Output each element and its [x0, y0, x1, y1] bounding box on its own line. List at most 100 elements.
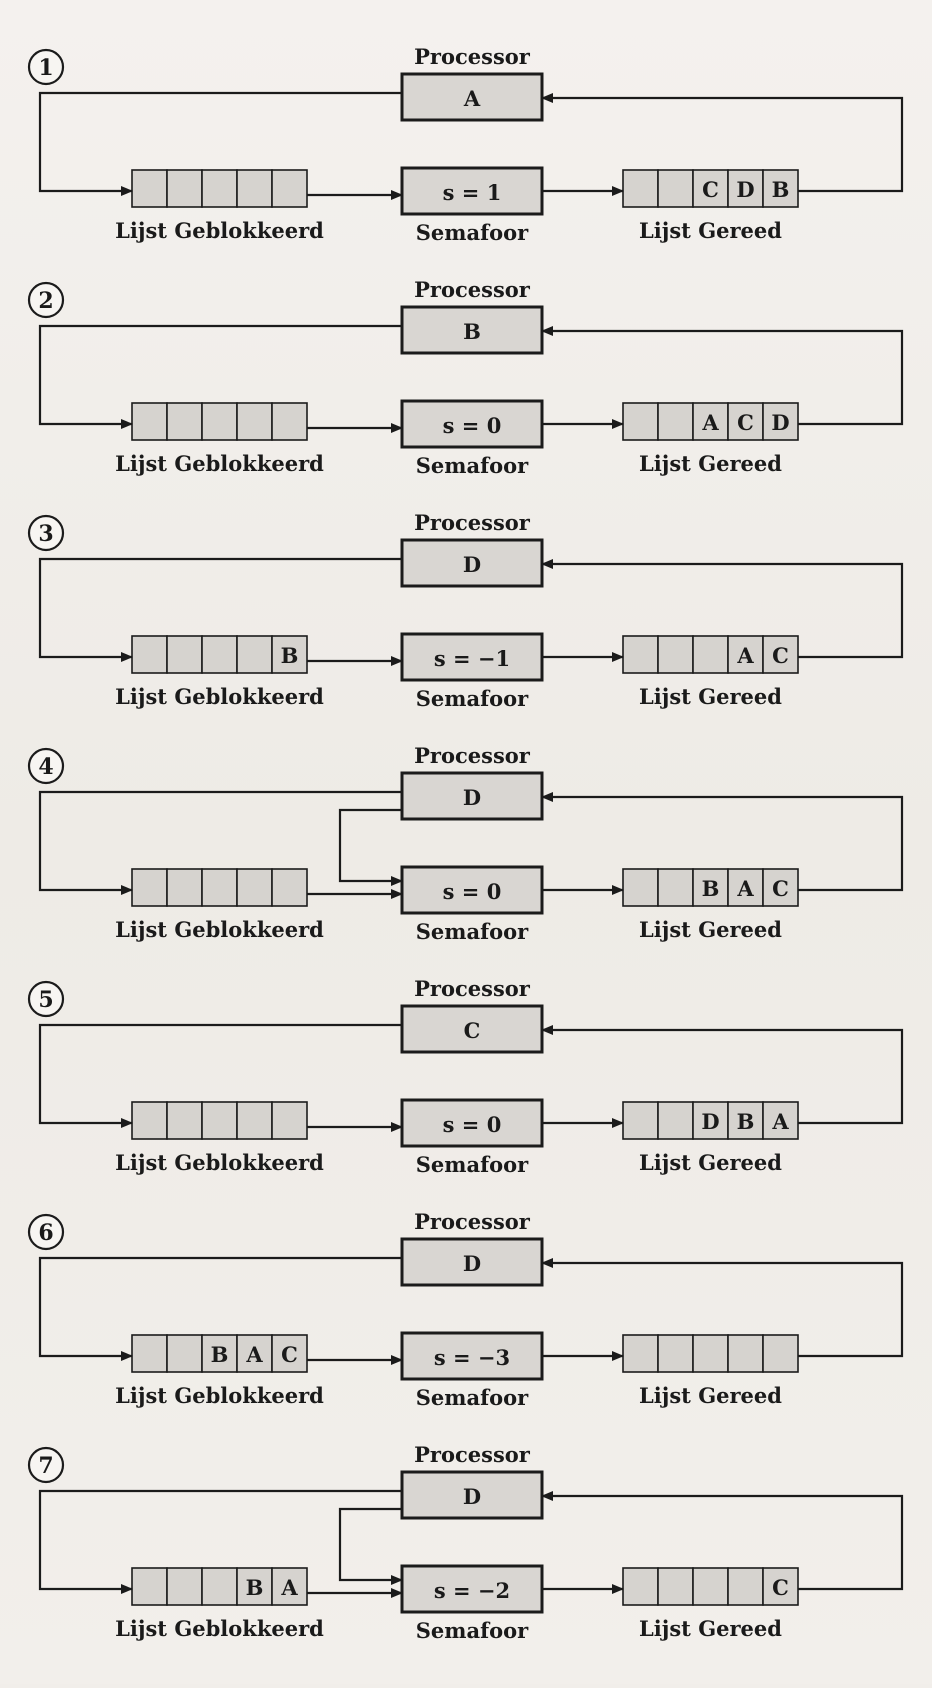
step-number: 4 [38, 754, 53, 780]
ready-process-label: A [736, 876, 754, 901]
blocked-list-cell [271, 1334, 308, 1373]
semaphore-label: Semafoor [416, 1152, 529, 1177]
semaphore-value: s = 1 [443, 180, 502, 205]
blocked-list-label: Lijst Geblokkeerd [115, 684, 324, 709]
ready-list: C [622, 1567, 799, 1606]
processor-to-blocked-arrow [38, 790, 402, 895]
ready-list-cell [622, 1101, 659, 1140]
blocked-list-cell [131, 402, 168, 441]
step-number-circle [27, 1213, 65, 1251]
blocked-process-label: A [245, 1342, 263, 1367]
semaphore-label: Semafoor [416, 919, 529, 944]
semaphore-value: s = 0 [443, 1112, 502, 1137]
ready-list-cell [657, 868, 694, 907]
step-number-circle [27, 747, 65, 785]
blocked-list-label: Lijst Geblokkeerd [115, 1383, 324, 1408]
blocked-list-label: Lijst Geblokkeerd [115, 1616, 324, 1641]
ready-process-label: A [771, 1109, 789, 1134]
blocked-list-label: Lijst Geblokkeerd [115, 917, 324, 942]
ready-list-label: Lijst Gereed [639, 1383, 782, 1408]
ready-list-cell [657, 169, 694, 208]
ready-list-label: Lijst Gereed [639, 1616, 782, 1641]
ready-process-label: D [736, 177, 754, 202]
semaphore-label: Semafoor [416, 220, 529, 245]
blocked-list-cell [201, 635, 238, 674]
blocked-list-cell [131, 169, 168, 208]
ready-list-cell [727, 1101, 764, 1140]
blocked-process-label: B [246, 1575, 264, 1600]
blocked-list-cell [236, 1334, 273, 1373]
processor-box [400, 1237, 544, 1287]
ready-list-cell [622, 868, 659, 907]
processor-to-blocked-arrow [38, 1489, 402, 1594]
ready-list-cell [657, 402, 694, 441]
ready-list-cell [762, 402, 799, 441]
blocked-process-label: C [281, 1342, 298, 1367]
step-number: 1 [38, 55, 53, 81]
processor-box [400, 305, 544, 355]
ready-to-processor-arrow [541, 326, 904, 426]
ready-list-label: Lijst Gereed [639, 684, 782, 709]
blocked-list-cell [236, 402, 273, 441]
ready-process-label: D [701, 1109, 719, 1134]
processor-label: Processor [414, 1209, 531, 1234]
ready-list-cell [762, 868, 799, 907]
semaphore-value: s = 0 [443, 413, 502, 438]
semaphore-value: s = −3 [434, 1345, 510, 1370]
blocked-process-label: B [281, 643, 299, 668]
ready-list-cell [657, 1334, 694, 1373]
step-number: 7 [38, 1453, 53, 1479]
ready-list-cell [692, 1567, 729, 1606]
blocked-list-cell [166, 169, 203, 208]
blocked-list-cell [131, 868, 168, 907]
blocked-list-cell [201, 402, 238, 441]
step-number: 6 [38, 1220, 53, 1246]
semaphore-label: Semafoor [416, 453, 529, 478]
processor-value: D [463, 1484, 481, 1509]
semaphore-label: Semafoor [416, 1385, 529, 1410]
ready-process-label: C [772, 876, 789, 901]
semaphore-box [400, 1564, 544, 1614]
ready-list-cell [692, 1101, 729, 1140]
ready-to-processor-arrow [541, 1258, 904, 1358]
blocked-list [131, 402, 308, 441]
processor-label: Processor [414, 976, 531, 1001]
processor-to-blocked-arrow [38, 1023, 402, 1128]
semaphore-label: Semafoor [416, 686, 529, 711]
semaphore-label: Semafoor [416, 1618, 529, 1643]
ready-list-cell [727, 169, 764, 208]
ready-process-label: B [737, 1109, 755, 1134]
processor-value: A [463, 86, 481, 111]
ready-to-processor-arrow [541, 792, 904, 892]
blocked-list-cell [201, 169, 238, 208]
ready-process-label: C [772, 1575, 789, 1600]
step-number-circle [27, 514, 65, 552]
ready-list-cell [657, 1567, 694, 1606]
blocked-list-cell [236, 1567, 273, 1606]
step-number-circle [27, 48, 65, 86]
ready-list-cell [762, 169, 799, 208]
ready-to-processor-arrow [541, 1491, 904, 1591]
processor-label: Processor [414, 743, 531, 768]
processor-value: D [463, 1251, 481, 1276]
ready-to-processor-arrow [541, 559, 904, 659]
processor-value: D [463, 785, 481, 810]
blocked-list-cell [271, 402, 308, 441]
ready-list-cell [727, 402, 764, 441]
ready-process-label: A [701, 410, 719, 435]
ready-list-label: Lijst Gereed [639, 218, 782, 243]
ready-list-cell [692, 169, 729, 208]
blocked-list-cell [131, 1567, 168, 1606]
ready-list-cell [692, 635, 729, 674]
processor-to-semaphore-arrow [338, 1507, 403, 1585]
ready-list-cell [622, 169, 659, 208]
ready-process-label: D [771, 410, 789, 435]
